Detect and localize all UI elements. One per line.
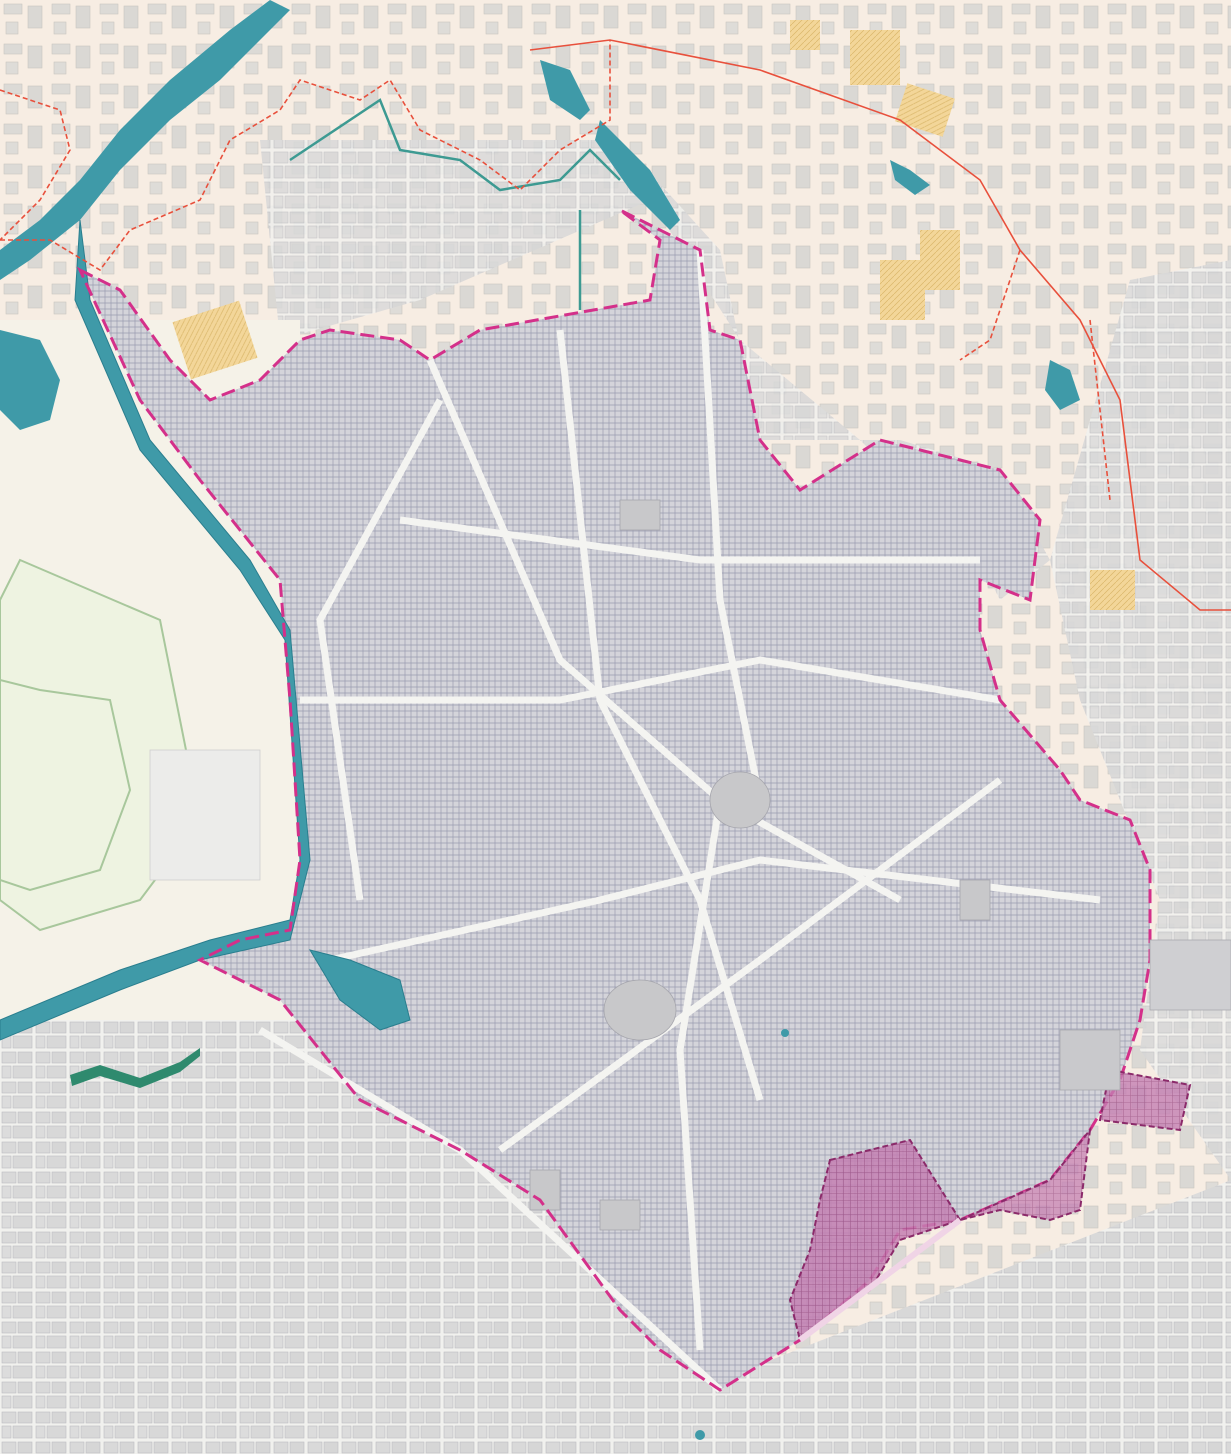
historic-centre-fabric — [80, 210, 1150, 1390]
citadel-park — [0, 320, 300, 1020]
water-bodies — [0, 0, 1080, 1440]
highlight-zone-station[interactable] — [1098, 1068, 1192, 1132]
southern-district-blocks — [0, 960, 1231, 1454]
highlighted-zones[interactable] — [788, 1068, 1192, 1343]
rampart-line — [289, 98, 621, 192]
centre-buildings — [529, 499, 991, 1231]
station-platforms — [1149, 939, 1231, 1011]
district-boundary — [0, 39, 1231, 611]
northern-district-blocks — [260, 140, 1050, 600]
sport-fields — [172, 20, 1135, 610]
station-block — [1059, 1029, 1121, 1091]
highlight-zone-avenue — [798, 1217, 962, 1343]
highlight-zone-main[interactable] — [788, 1138, 962, 1342]
highlight-zone-strip[interactable] — [959, 1126, 1092, 1222]
historic-centre-boundary[interactable] — [76, 208, 1152, 1392]
